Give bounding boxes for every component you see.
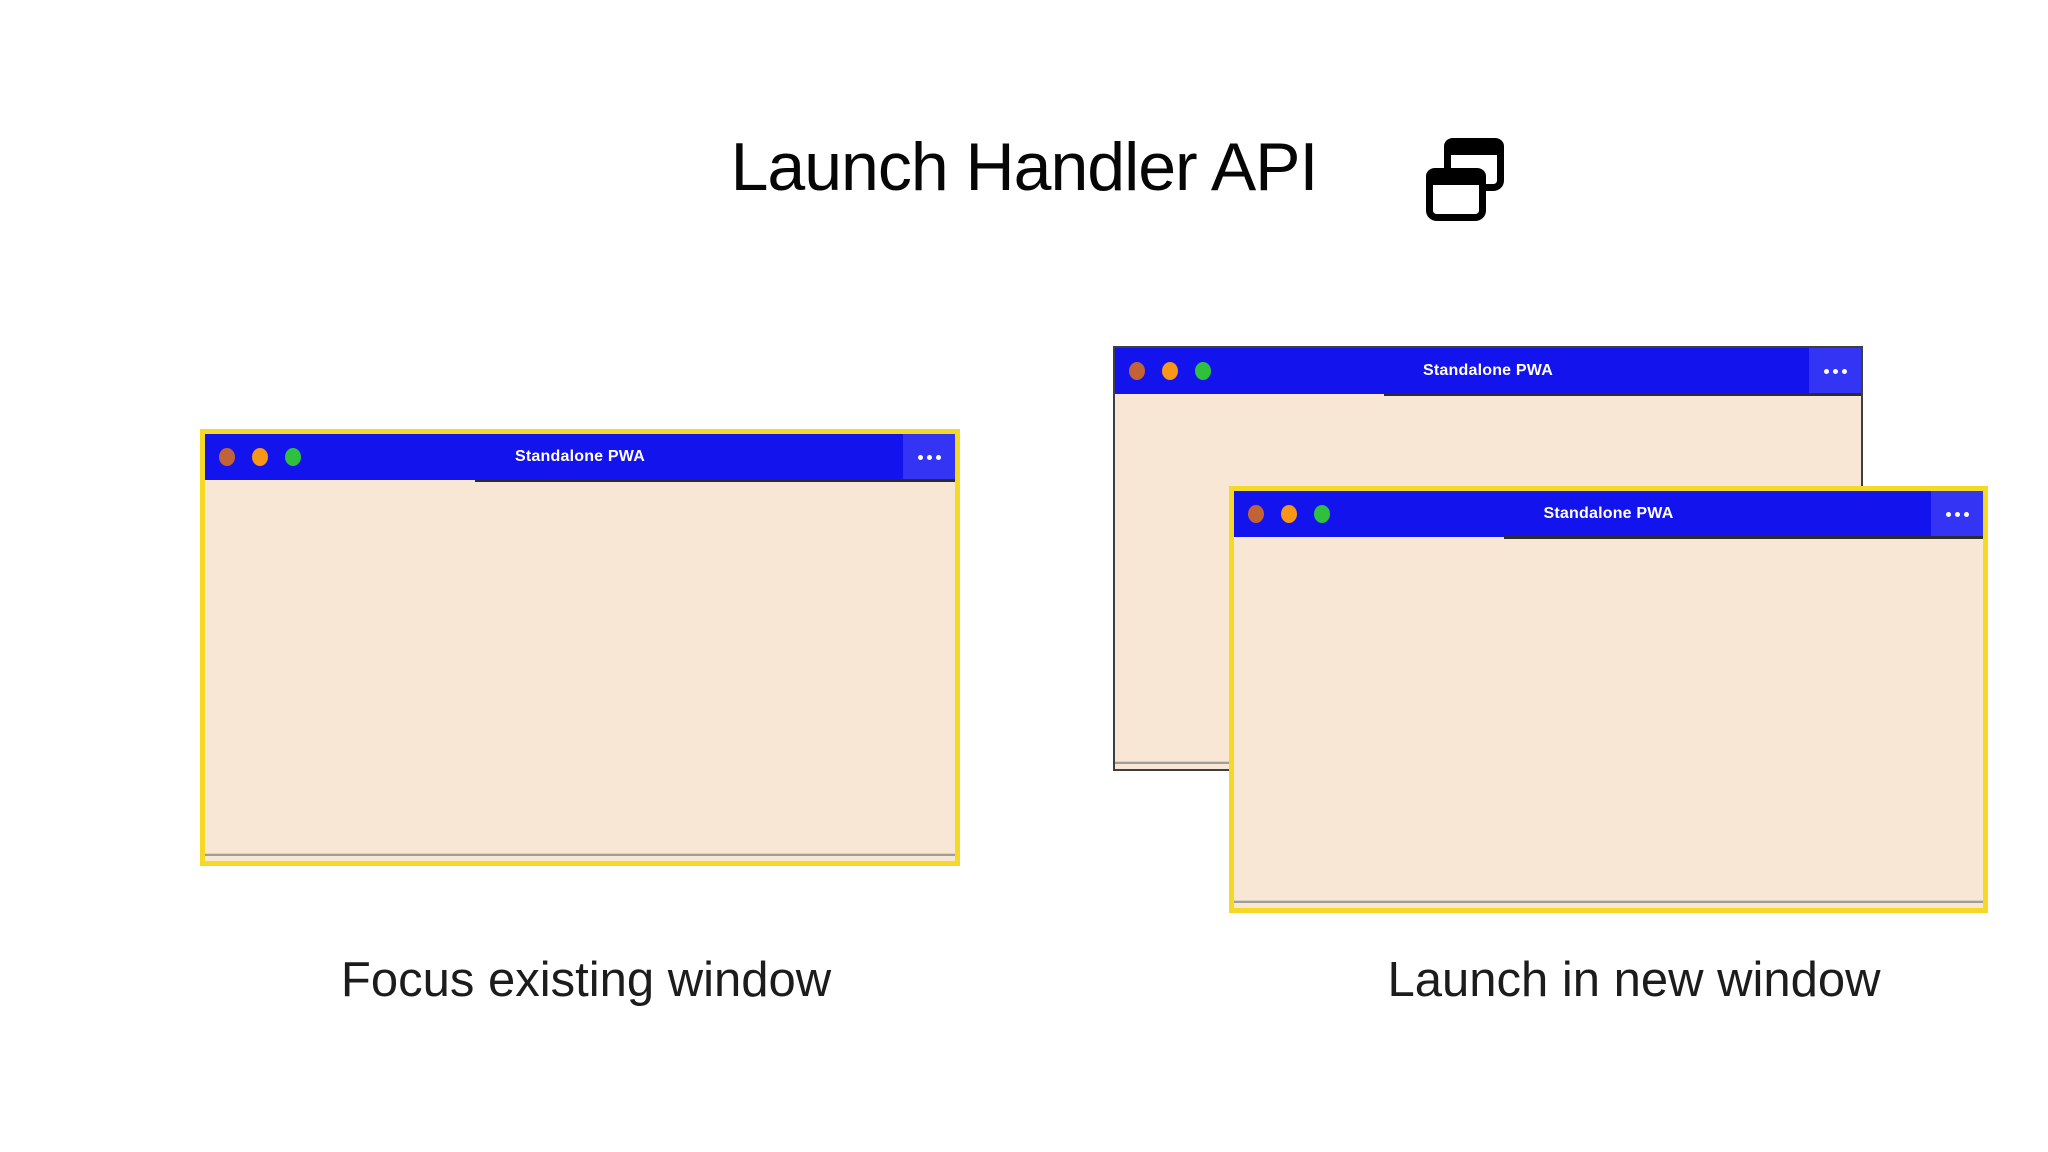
ellipsis-menu-button[interactable]	[1809, 348, 1861, 394]
ellipsis-dot	[1832, 368, 1838, 374]
pwa-window-existing: Standalone PWA	[200, 429, 960, 866]
titlebar-shadow	[1383, 393, 1861, 396]
ellipsis-dot	[1945, 511, 1951, 517]
window-title: Standalone PWA	[515, 448, 645, 465]
window-bottom-line	[1234, 900, 1983, 903]
maximize-dot[interactable]	[1314, 505, 1330, 523]
ellipsis-dot	[926, 454, 932, 460]
scenario-caption-focus-existing: Focus existing window	[340, 953, 832, 1007]
window-titlebar: Standalone PWA	[1115, 348, 1861, 394]
window-titlebar: Standalone PWA	[1234, 491, 1983, 537]
overlapping-windows-icon	[1426, 138, 1504, 221]
ellipsis-dot	[917, 454, 923, 460]
window-body	[205, 480, 955, 861]
traffic-light-dots	[1248, 491, 1330, 537]
minimize-dot[interactable]	[252, 448, 268, 466]
pwa-window-new: Standalone PWA	[1229, 486, 1988, 913]
window-title: Standalone PWA	[1543, 505, 1674, 522]
minimize-dot[interactable]	[1281, 505, 1297, 523]
ellipsis-dot	[1823, 368, 1829, 374]
page-title: Launch Handler API	[730, 129, 1319, 205]
scenario-caption-launch-new: Launch in new window	[1387, 953, 1881, 1007]
ellipsis-dot	[935, 454, 941, 460]
window-titlebar: Standalone PWA	[205, 434, 955, 480]
traffic-light-dots	[1129, 348, 1211, 394]
ellipsis-menu-button[interactable]	[903, 434, 955, 480]
ellipsis-menu-button[interactable]	[1931, 491, 1983, 537]
ellipsis-dot	[1954, 511, 1960, 517]
minimize-dot[interactable]	[1162, 362, 1178, 380]
window-body	[1234, 537, 1983, 908]
titlebar-shadow	[475, 479, 955, 482]
maximize-dot[interactable]	[1195, 362, 1211, 380]
ellipsis-dot	[1841, 368, 1847, 374]
ellipsis-dot	[1963, 511, 1969, 517]
close-dot[interactable]	[219, 448, 235, 466]
window-bottom-line	[205, 853, 955, 856]
close-dot[interactable]	[1129, 362, 1145, 380]
traffic-light-dots	[219, 434, 301, 480]
maximize-dot[interactable]	[285, 448, 301, 466]
close-dot[interactable]	[1248, 505, 1264, 523]
titlebar-shadow	[1503, 536, 1983, 539]
window-title: Standalone PWA	[1423, 362, 1553, 379]
